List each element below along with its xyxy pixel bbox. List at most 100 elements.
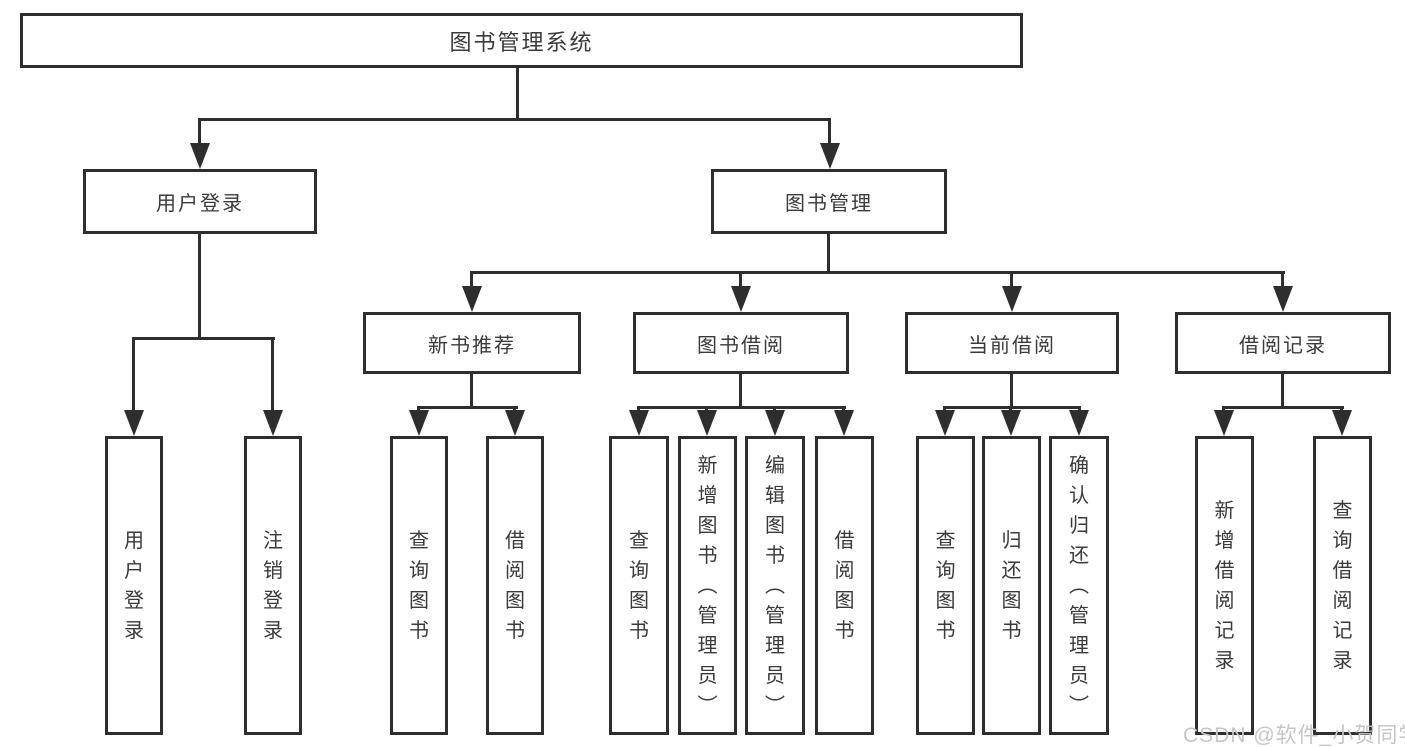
connector-line	[1009, 406, 1012, 412]
leaf-add-books-admin: 新增图书︵管理员︶	[678, 436, 737, 735]
arrow-down-icon	[765, 410, 785, 436]
arrow-down-icon	[462, 286, 482, 312]
arrow-down-icon	[1069, 410, 1089, 436]
arrow-down-icon	[697, 410, 717, 436]
arrow-down-icon	[1001, 410, 1021, 436]
leaf-borrow-books-recommend: 借阅图书	[486, 436, 544, 735]
vertical-char: 借	[834, 529, 855, 552]
connector-line	[513, 406, 516, 412]
connector-line	[637, 406, 640, 412]
vertical-char: ︶	[697, 694, 718, 717]
vertical-char: 记	[1214, 619, 1235, 642]
vertical-char: 登	[263, 589, 283, 612]
vertical-char: 询	[409, 559, 429, 582]
connector-line	[198, 118, 831, 121]
vertical-char: 还	[1001, 559, 1022, 582]
connector-line	[470, 374, 473, 406]
leaf-query-borrow-record: 查询借阅记录	[1313, 436, 1372, 735]
vertical-char: 员	[1069, 664, 1089, 687]
arrow-down-icon	[190, 143, 210, 169]
vertical-char: 查	[935, 529, 956, 552]
leaf-user-login: 用户登录	[105, 436, 163, 735]
vertical-char: 图	[1001, 589, 1022, 612]
connector-line	[132, 337, 135, 411]
vertical-char: 理	[1069, 634, 1089, 657]
node-root-library-system: 图书管理系统	[20, 13, 1023, 68]
vertical-char: 录	[124, 619, 144, 642]
connector-line	[828, 118, 831, 145]
vertical-char: 阅	[834, 559, 855, 582]
vertical-char: 询	[935, 559, 956, 582]
vertical-char: 录	[1332, 649, 1353, 672]
vertical-char: 还	[1069, 544, 1089, 567]
vertical-char: 户	[124, 559, 144, 582]
leaf-edit-books-admin: 编辑图书︵管理员︶	[745, 436, 805, 735]
arrow-down-icon	[834, 410, 854, 436]
arrow-down-icon	[820, 143, 840, 169]
connector-line	[637, 406, 846, 409]
vertical-char: 阅	[1214, 589, 1235, 612]
vertical-char: 增	[697, 484, 718, 507]
vertical-char: 录	[263, 619, 283, 642]
connector-line	[1281, 374, 1284, 406]
connector-line	[1010, 374, 1013, 406]
vertical-char: 图	[505, 589, 525, 612]
arrow-down-icon	[1214, 410, 1234, 436]
connector-line	[1340, 406, 1343, 412]
vertical-char: 归	[1069, 514, 1089, 537]
leaf-return-books: 归还图书	[982, 436, 1041, 735]
connector-line	[1010, 271, 1013, 287]
vertical-char: 图	[765, 514, 785, 537]
vertical-char: 书	[1001, 619, 1022, 642]
vertical-char: 销	[263, 559, 283, 582]
vertical-char: 归	[1001, 529, 1022, 552]
vertical-char: 用	[124, 529, 144, 552]
connector-line	[198, 234, 201, 337]
vertical-char: 认	[1069, 484, 1089, 507]
connector-line	[1078, 406, 1081, 412]
vertical-char: ︵	[697, 574, 718, 597]
node-borrow-records: 借阅记录	[1175, 312, 1391, 374]
arrow-down-icon	[409, 410, 429, 436]
node-book-management: 图书管理	[711, 169, 947, 234]
arrow-down-icon	[1002, 286, 1022, 312]
vertical-char: 管	[697, 604, 718, 627]
vertical-char: 借	[1332, 559, 1353, 582]
connector-line	[198, 118, 201, 145]
arrow-down-icon	[1273, 286, 1293, 312]
arrow-down-icon	[263, 410, 283, 436]
vertical-char: 图	[697, 514, 718, 537]
vertical-char: 书	[697, 544, 718, 567]
vertical-char: 记	[1332, 619, 1353, 642]
arrow-down-icon	[731, 286, 751, 312]
vertical-char: 理	[765, 634, 785, 657]
vertical-char: 编	[765, 454, 785, 477]
vertical-char: 新	[1214, 499, 1235, 522]
vertical-char: 员	[697, 664, 718, 687]
vertical-char: 阅	[1332, 589, 1353, 612]
vertical-char: 录	[1214, 649, 1235, 672]
leaf-query-books-recommend: 查询图书	[390, 436, 448, 735]
leaf-add-borrow-record: 新增借阅记录	[1195, 436, 1254, 735]
connector-line	[470, 271, 473, 287]
vertical-char: 书	[505, 619, 525, 642]
vertical-char: 书	[935, 619, 956, 642]
connector-line	[271, 337, 274, 411]
arrow-down-icon	[505, 410, 525, 436]
connector-line	[1222, 406, 1225, 412]
vertical-char: 借	[1214, 559, 1235, 582]
vertical-char: 书	[409, 619, 429, 642]
connector-line	[739, 271, 742, 287]
connector-line	[516, 68, 519, 120]
vertical-char: 书	[834, 619, 855, 642]
vertical-char: 阅	[505, 559, 525, 582]
connector-line	[773, 406, 776, 412]
vertical-char: 新	[697, 454, 718, 477]
connector-line	[132, 337, 275, 340]
arrow-down-icon	[629, 410, 649, 436]
connector-line	[827, 234, 830, 271]
leaf-logout: 注销登录	[244, 436, 302, 735]
vertical-char: 图	[935, 589, 956, 612]
vertical-char: 增	[1214, 529, 1235, 552]
vertical-char: 员	[765, 664, 785, 687]
